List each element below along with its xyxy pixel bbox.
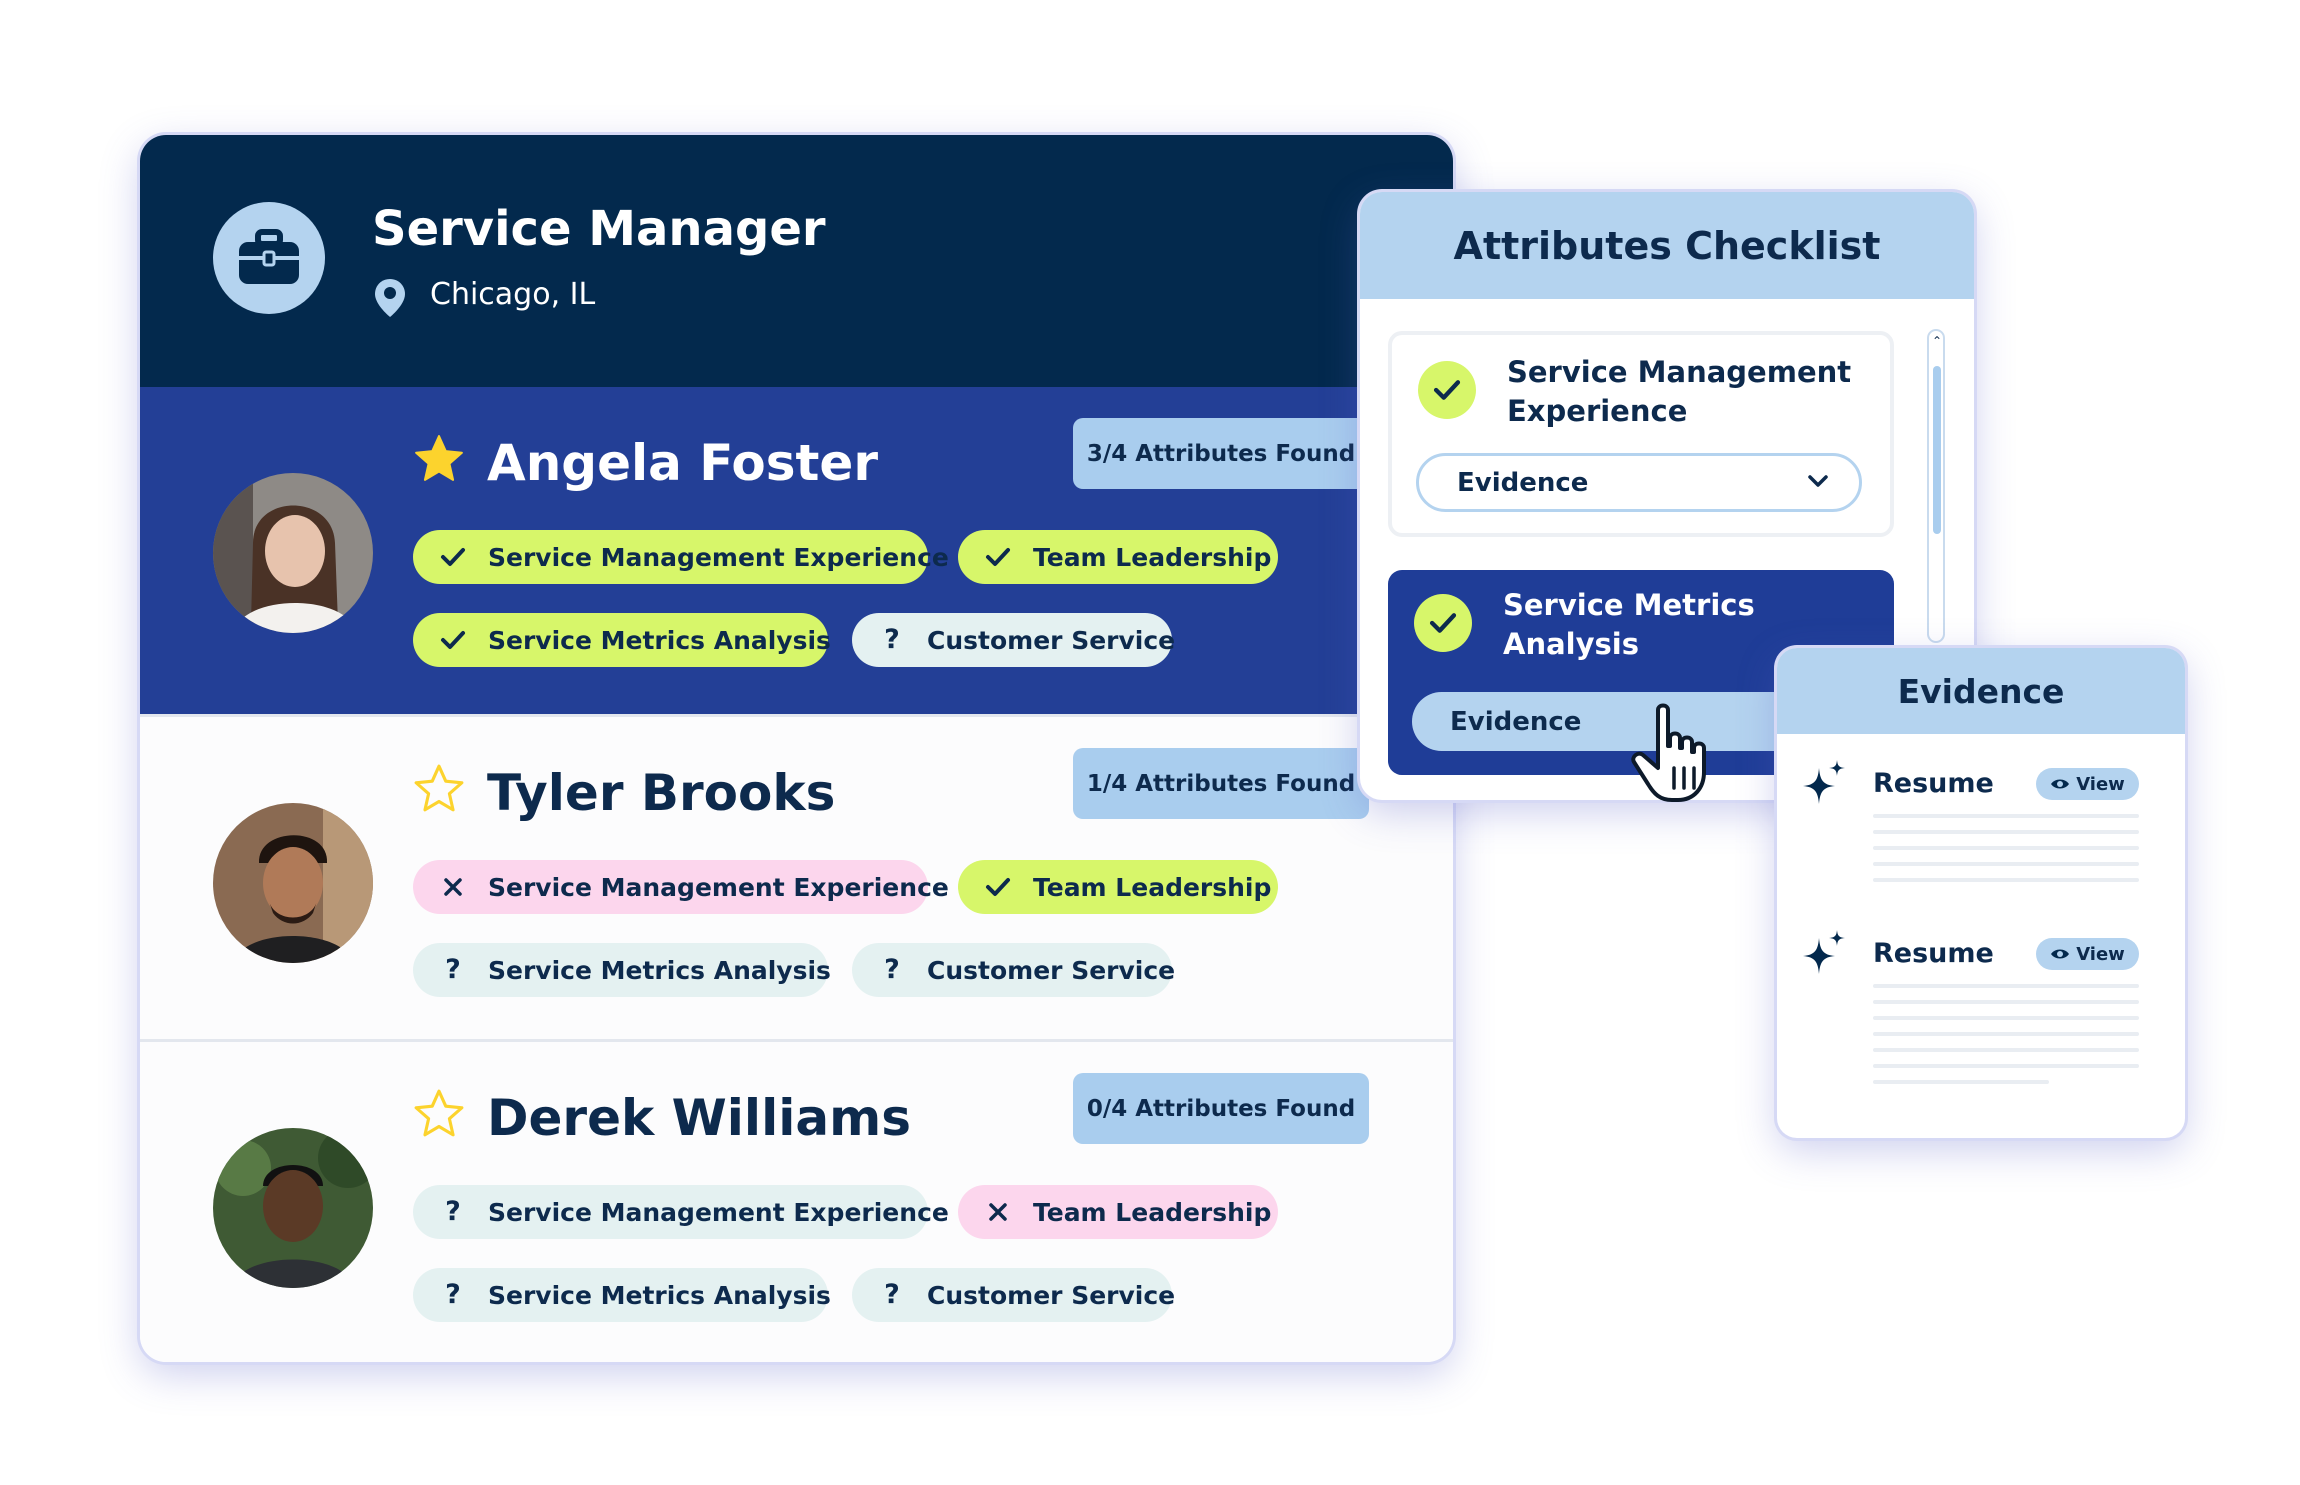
checklist-item[interactable]: Service Management Experience Evidence [1388,331,1894,537]
question-icon: ? [445,954,461,985]
checklist-title: Attributes Checklist [1360,192,1974,299]
attribute-chip: Team Leadership [958,860,1278,914]
attribute-label: Service Management Experience [488,1197,949,1227]
candidate-row[interactable]: Tyler Brooks 1/4 Attributes Found Servic… [140,714,1453,1041]
candidate-avatar [213,1128,373,1288]
question-icon: ? [445,1279,461,1310]
evidence-dropdown[interactable]: Evidence [1416,453,1862,512]
text-placeholder-line [1873,1000,2139,1004]
job-title: Service Manager [372,201,826,257]
evidence-panel: Evidence Resume View Resume View [1777,648,2185,1138]
attributes-checklist-panel: Attributes Checklist Service Management … [1360,192,1974,800]
evidence-dropdown-value: Evidence [1450,706,1582,737]
attribute-label: Team Leadership [1033,1197,1272,1227]
candidate-avatar [213,803,373,963]
question-icon: ? [884,954,900,985]
attribute-chip: ? Customer Service [852,1268,1176,1322]
candidate-row[interactable]: Angela Foster 3/4 Attributes Found Servi… [140,387,1453,714]
checklist-scrollbar[interactable]: ⌃ [1927,329,1945,643]
map-pin-icon [375,279,405,317]
attribute-chip: Service Metrics Analysis [413,613,831,667]
briefcase-icon [213,202,325,314]
attribute-label: Service Management Experience [488,542,949,572]
attribute-chip: ? Service Metrics Analysis [413,1268,831,1322]
attribute-label: Customer Service [927,955,1176,985]
view-button[interactable]: View [2036,938,2139,970]
attribute-label: Service Metrics Analysis [488,625,831,655]
attribute-label: Team Leadership [1033,542,1272,572]
view-label: View [2076,773,2125,795]
attribute-chip: ? Customer Service [852,613,1176,667]
job-card: Service Manager Chicago, IL Angela Foste… [140,135,1453,1362]
candidate-row[interactable]: Derek Williams 0/4 Attributes Found ? Se… [140,1039,1453,1362]
x-icon [439,873,467,901]
check-icon [984,543,1012,571]
text-placeholder-line [1873,814,2139,818]
candidate-avatar [213,473,373,633]
check-icon [984,873,1012,901]
evidence-item: Resume View [1777,928,2185,1108]
attribute-chip: ? Service Management Experience [413,1185,949,1239]
question-icon: ? [445,1196,461,1227]
text-placeholder-line [1873,1032,2139,1036]
question-icon: ? [884,1279,900,1310]
hand-pointer-icon [1631,703,1706,802]
candidate-name[interactable]: Derek Williams [487,1089,911,1147]
attribute-label: Service Metrics Analysis [488,1280,831,1310]
attribute-chip: ? Customer Service [852,943,1176,997]
text-placeholder-line [1873,862,2139,866]
attributes-found-badge: 3/4 Attributes Found [1073,418,1369,489]
attribute-chip: Team Leadership [958,530,1278,584]
attribute-label: Service Metrics Analysis [488,955,831,985]
attribute-chip: Team Leadership [958,1185,1278,1239]
star-outline-icon[interactable] [413,763,465,815]
x-icon [984,1198,1012,1226]
eye-icon [2051,949,2070,959]
candidate-name[interactable]: Angela Foster [487,434,878,492]
sparkle-icon [1803,760,1845,804]
attribute-chip: Service Management Experience [413,860,949,914]
text-placeholder-line [1873,1080,2049,1084]
check-icon [439,626,467,654]
attribute-label: Customer Service [927,1280,1176,1310]
check-icon [1414,594,1472,652]
view-label: View [2076,943,2125,965]
attribute-label: Service Management Experience [488,872,949,902]
sparkle-icon [1803,930,1845,974]
star-icon[interactable] [413,433,465,485]
scrollbar-thumb[interactable] [1933,366,1941,534]
attribute-chip: ? Service Metrics Analysis [413,943,831,997]
text-placeholder-line [1873,1016,2139,1020]
check-icon [1418,361,1476,419]
evidence-item: Resume View [1777,758,2185,938]
evidence-label: Resume [1873,938,1994,969]
attributes-found-badge: 0/4 Attributes Found [1073,1073,1369,1144]
evidence-label: Resume [1873,768,1994,799]
text-placeholder-line [1873,1048,2139,1052]
text-placeholder-line [1873,1064,2139,1068]
attributes-found-badge: 1/4 Attributes Found [1073,748,1369,819]
candidate-name[interactable]: Tyler Brooks [487,764,836,822]
evidence-dropdown-value: Evidence [1457,467,1589,498]
scroll-up-icon[interactable]: ⌃ [1932,334,1943,348]
checklist-item-label: Service Metrics Analysis [1503,588,1755,661]
evidence-title: Evidence [1777,648,2185,734]
attribute-label: Team Leadership [1033,872,1272,902]
text-placeholder-line [1873,830,2139,834]
view-button[interactable]: View [2036,768,2139,800]
text-placeholder-line [1873,984,2139,988]
eye-icon [2051,779,2070,789]
star-outline-icon[interactable] [413,1088,465,1140]
checklist-item-label: Service Management Experience [1507,355,1852,428]
attribute-chip: Service Management Experience [413,530,949,584]
attribute-label: Customer Service [927,625,1176,655]
text-placeholder-line [1873,846,2139,850]
check-icon [439,543,467,571]
text-placeholder-line [1873,878,2139,882]
job-location: Chicago, IL [430,277,596,312]
chevron-down-icon [1808,475,1828,487]
job-header: Service Manager Chicago, IL [140,135,1453,387]
question-icon: ? [884,624,900,655]
